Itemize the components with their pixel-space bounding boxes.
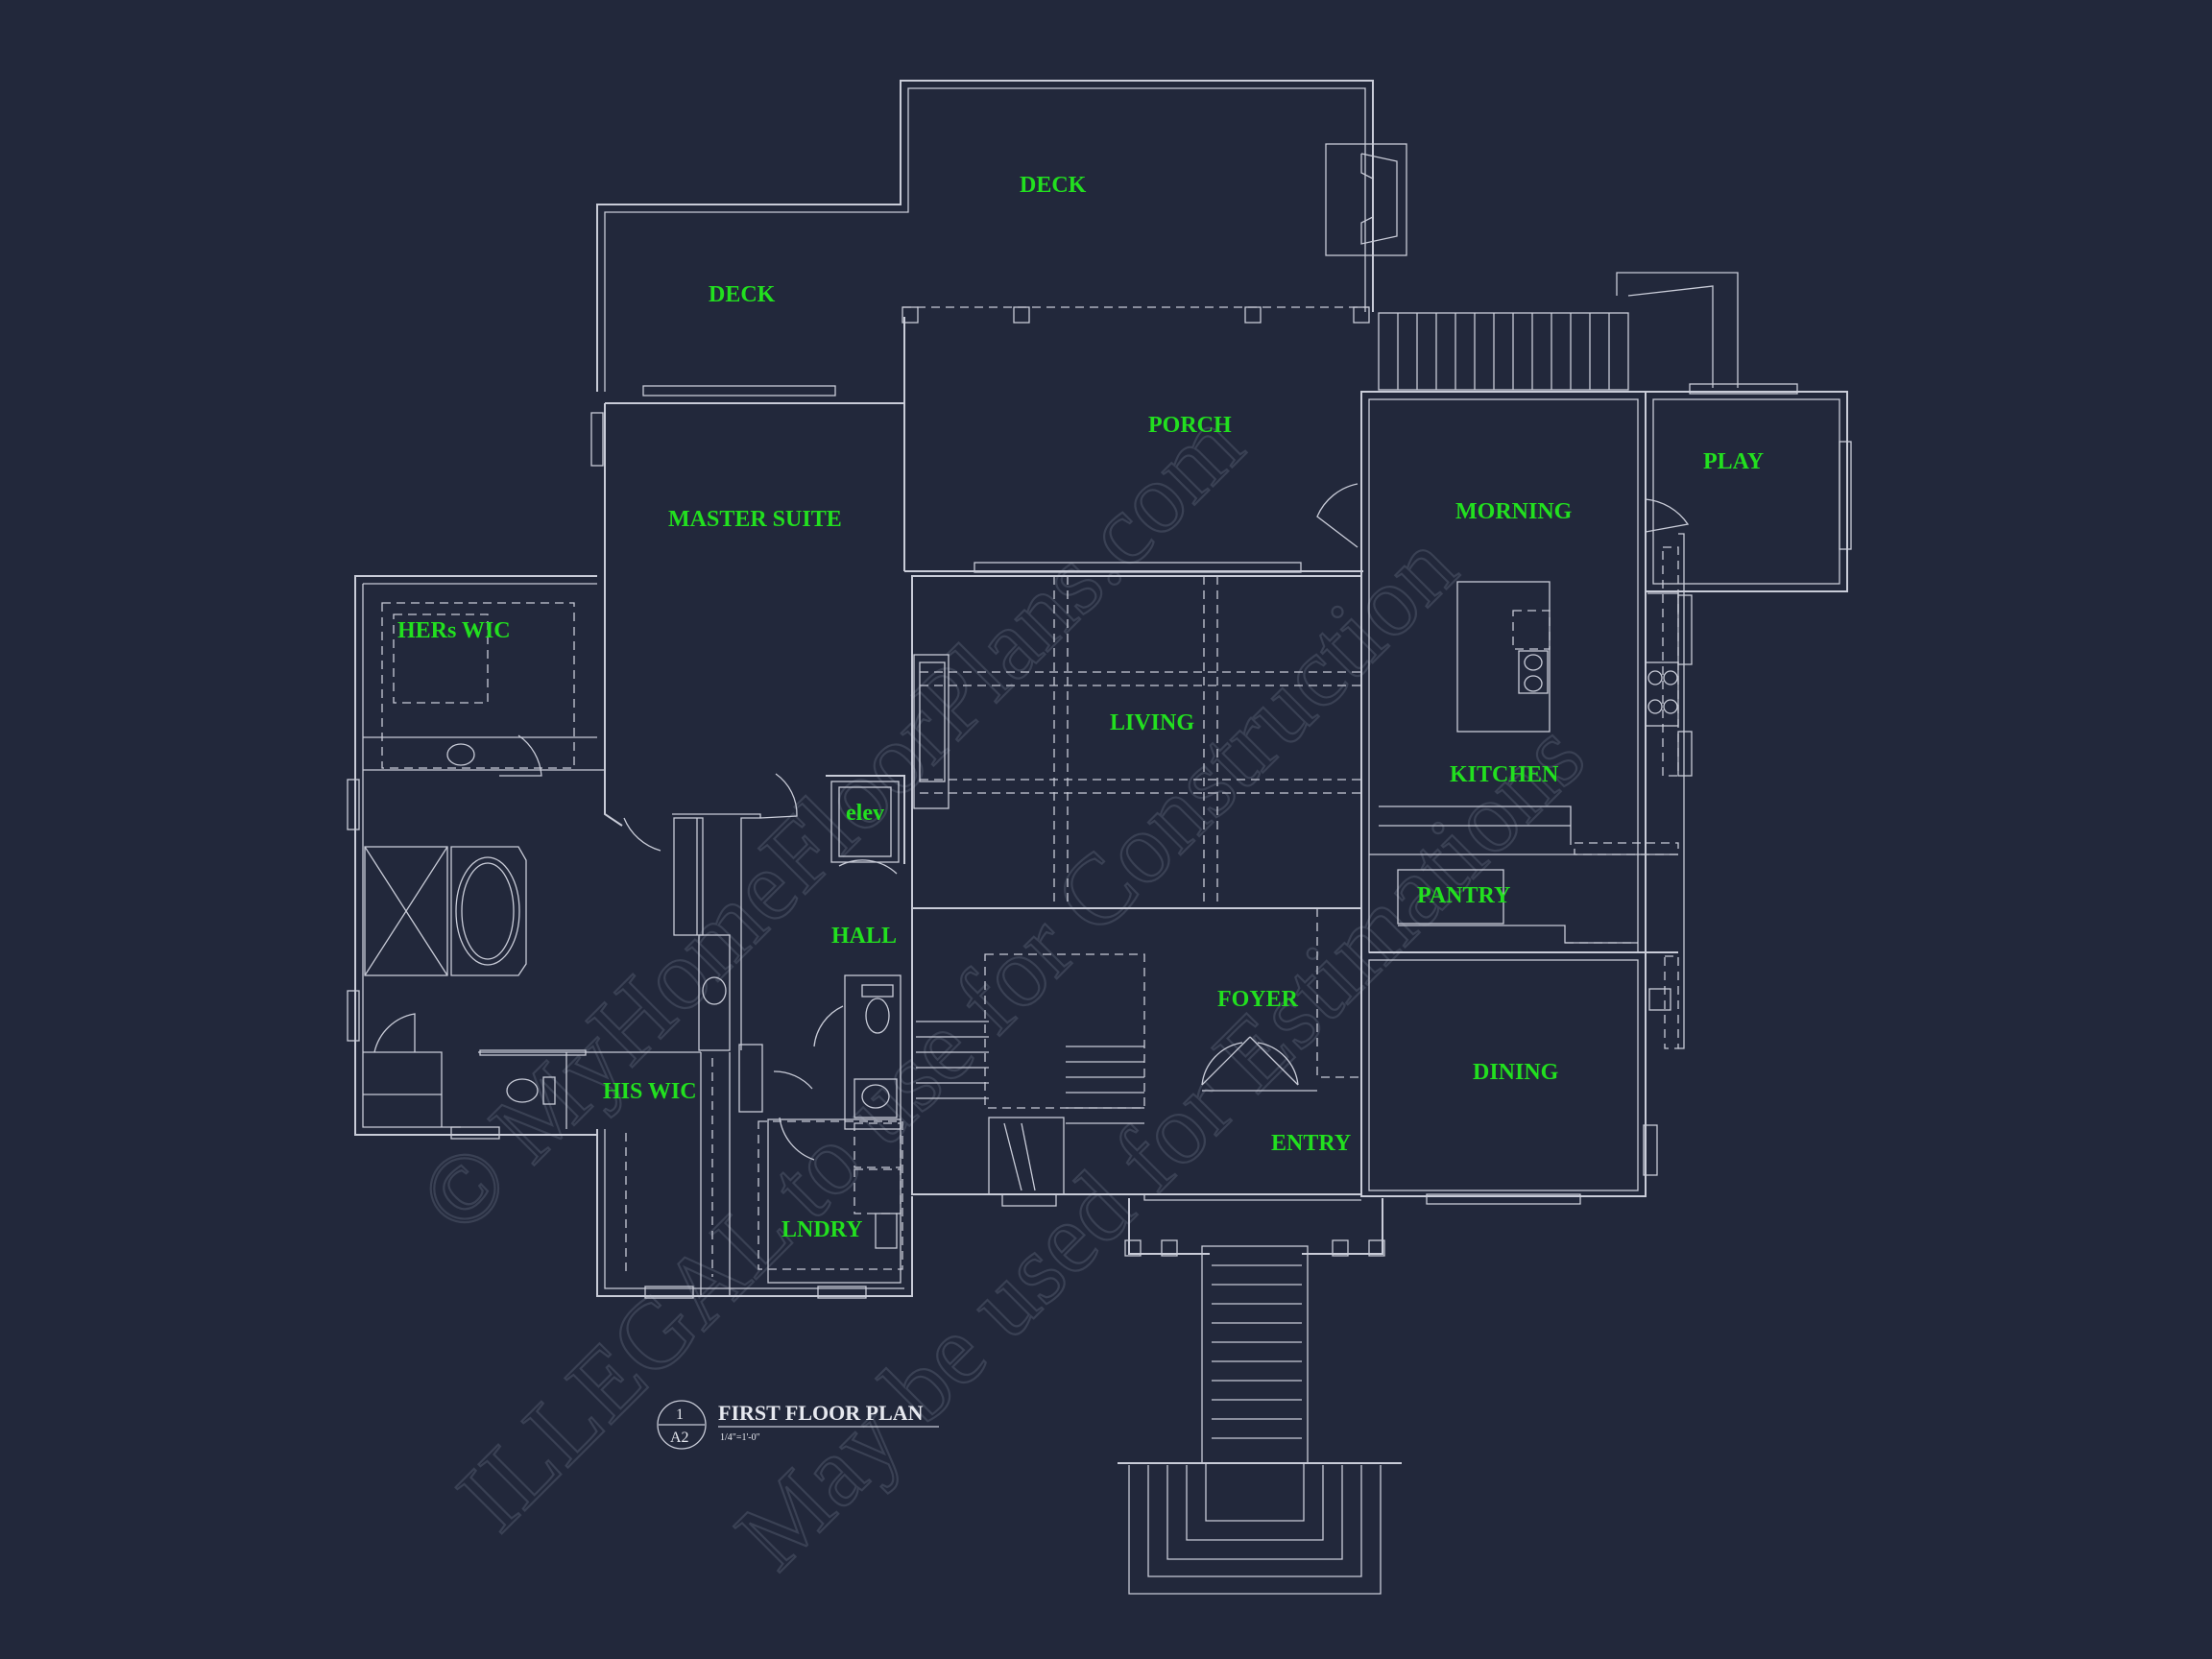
room-play: PLAY	[1703, 449, 1764, 474]
room-deck-left: DECK	[709, 282, 776, 307]
room-hall: HALL	[831, 924, 897, 949]
room-foyer: FOYER	[1217, 987, 1299, 1012]
room-elev: elev	[846, 801, 884, 826]
room-entry: ENTRY	[1271, 1131, 1351, 1156]
sheet-number: A2	[670, 1430, 689, 1446]
room-labels: DECK DECK PORCH MASTER SUITE HERs WIC LI…	[397, 173, 1764, 1242]
room-master-suite: MASTER SUITE	[668, 507, 842, 532]
walls	[347, 80, 1852, 1595]
room-living: LIVING	[1110, 710, 1194, 735]
watermark: © MyHomeFloorPlans.com ILLEGAL to use fo…	[397, 388, 1606, 1591]
room-kitchen: KITCHEN	[1450, 762, 1559, 787]
room-morning: MORNING	[1455, 499, 1573, 524]
room-dining: DINING	[1473, 1060, 1559, 1085]
plan-title: FIRST FLOOR PLAN	[718, 1401, 924, 1425]
detail-bubble	[657, 1400, 707, 1450]
plan-title-block: 1 A2 FIRST FLOOR PLAN 1/4"=1'-0"	[657, 1400, 939, 1450]
plan-scale: 1/4"=1'-0"	[720, 1432, 760, 1443]
detail-number: 1	[676, 1407, 684, 1423]
room-his-wic: HIS WIC	[603, 1079, 697, 1104]
room-deck-upper: DECK	[1020, 173, 1087, 198]
room-porch: PORCH	[1148, 413, 1232, 438]
room-laundry: LNDRY	[781, 1217, 863, 1242]
room-hers-wic: HERs WIC	[397, 618, 511, 643]
room-pantry: PANTRY	[1417, 883, 1510, 908]
